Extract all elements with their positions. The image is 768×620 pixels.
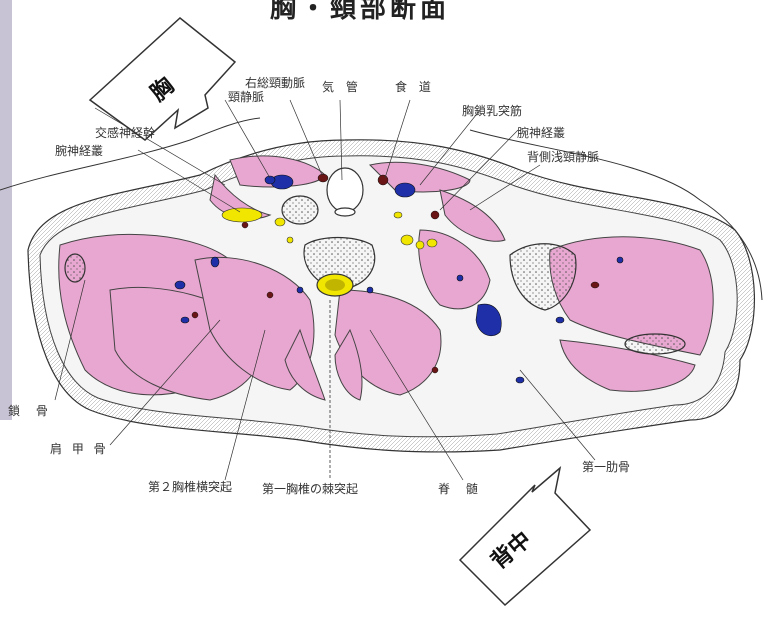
label-first-rib: 第一肋骨 [582, 458, 630, 475]
label-spinous-process-t1: 第一胸椎の棘突起 [262, 480, 358, 497]
label-clavicle: 鎖 骨 [8, 402, 54, 419]
label-esophagus: 食 道 [395, 78, 435, 95]
label-trachea: 気 管 [322, 78, 362, 95]
edge-texture [0, 0, 12, 420]
label-transverse-process-t2: 第２胸椎横突起 [148, 478, 232, 495]
label-brachial-plexus-right: 腕神経叢 [517, 124, 565, 141]
label-sympathetic-trunk: 交感神経幹 [95, 124, 155, 141]
label-right-common-carotid: 右総頸動脈 [245, 74, 305, 91]
diagram-title: 胸・頸部断面 [270, 0, 450, 25]
label-dorsal-superficial-vein: 背側浅頸静脈 [527, 148, 599, 165]
label-brachial-plexus-left: 腕神経叢 [55, 142, 103, 159]
label-spinal-cord: 脊 髄 [438, 480, 484, 497]
label-scapula: 肩 甲 骨 [50, 440, 109, 457]
label-sternocleidomastoid: 胸鎖乳突筋 [462, 102, 522, 119]
